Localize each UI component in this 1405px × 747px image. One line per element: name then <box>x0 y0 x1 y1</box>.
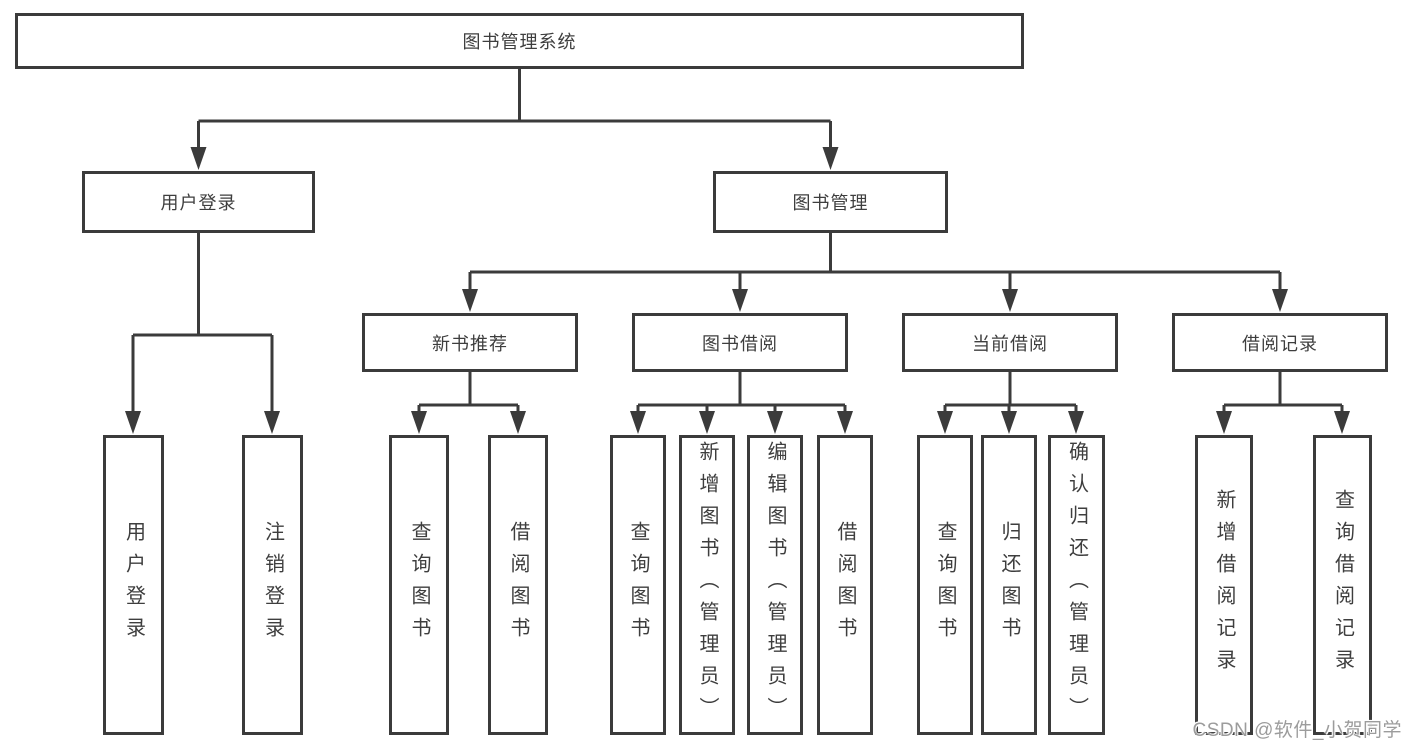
leaf-cur-query-books-label: 查询图书 <box>934 521 956 649</box>
node-book-borrowing: 图书借阅 <box>632 313 848 372</box>
leaf-add-borrow-record: 新增借阅记录 <box>1195 435 1253 735</box>
leaf-logout-label: 注销登录 <box>261 521 284 649</box>
node-book-management: 图书管理 <box>713 171 948 233</box>
leaf-query-borrow-record-label: 查询借阅记录 <box>1331 489 1354 681</box>
node-borrow-records: 借阅记录 <box>1172 313 1388 372</box>
leaf-bor-edit-books-admin-label: 编辑图书（管理员） <box>764 441 786 729</box>
leaf-cur-confirm-return-admin-label: 确认归还（管理员） <box>1065 441 1088 729</box>
leaf-query-borrow-record: 查询借阅记录 <box>1313 435 1372 735</box>
leaf-bor-borrow-books: 借阅图书 <box>817 435 873 735</box>
edge-arrowheads <box>125 147 1350 434</box>
node-root-label: 图书管理系统 <box>462 32 577 52</box>
leaf-bor-query-books: 查询图书 <box>610 435 666 735</box>
leaf-rec-borrow-books: 借阅图书 <box>488 435 548 735</box>
leaf-bor-borrow-books-label: 借阅图书 <box>834 521 856 649</box>
leaf-cur-return-books-label: 归还图书 <box>998 521 1020 649</box>
leaf-rec-borrow-books-label: 借阅图书 <box>507 521 529 649</box>
node-current-borrowing: 当前借阅 <box>902 313 1118 372</box>
node-current-borrowing-label: 当前借阅 <box>972 333 1048 354</box>
leaf-user-login-label: 用户登录 <box>122 521 145 649</box>
node-book-management-label: 图书管理 <box>792 193 869 213</box>
node-borrow-records-label: 借阅记录 <box>1242 333 1318 354</box>
leaf-cur-confirm-return-admin: 确认归还（管理员） <box>1048 435 1105 735</box>
leaf-add-borrow-record-label: 新增借阅记录 <box>1213 489 1235 681</box>
node-user-login: 用户登录 <box>82 171 315 233</box>
edge-arrow-stems <box>131 121 1344 415</box>
leaf-cur-return-books: 归还图书 <box>981 435 1037 735</box>
leaf-user-login: 用户登录 <box>103 435 164 735</box>
node-new-book-recommend-label: 新书推荐 <box>432 333 508 354</box>
tree-edges <box>131 69 1344 415</box>
leaf-rec-query-books-label: 查询图书 <box>408 521 430 649</box>
node-new-book-recommend: 新书推荐 <box>362 313 578 372</box>
leaf-rec-query-books: 查询图书 <box>389 435 449 735</box>
leaf-logout: 注销登录 <box>242 435 303 735</box>
node-root: 图书管理系统 <box>15 13 1024 69</box>
csdn-watermark: CSDN @软件_小贺同学 <box>1192 720 1402 741</box>
leaf-bor-add-books-admin-label: 新增图书（管理员） <box>696 441 718 729</box>
leaf-bor-query-books-label: 查询图书 <box>627 521 649 649</box>
leaf-cur-query-books: 查询图书 <box>917 435 973 735</box>
node-user-login-label: 用户登录 <box>160 193 237 213</box>
leaf-bor-add-books-admin: 新增图书（管理员） <box>679 435 735 735</box>
leaf-bor-edit-books-admin: 编辑图书（管理员） <box>747 435 803 735</box>
edge-rails <box>133 69 1342 407</box>
node-book-borrowing-label: 图书借阅 <box>702 333 778 354</box>
